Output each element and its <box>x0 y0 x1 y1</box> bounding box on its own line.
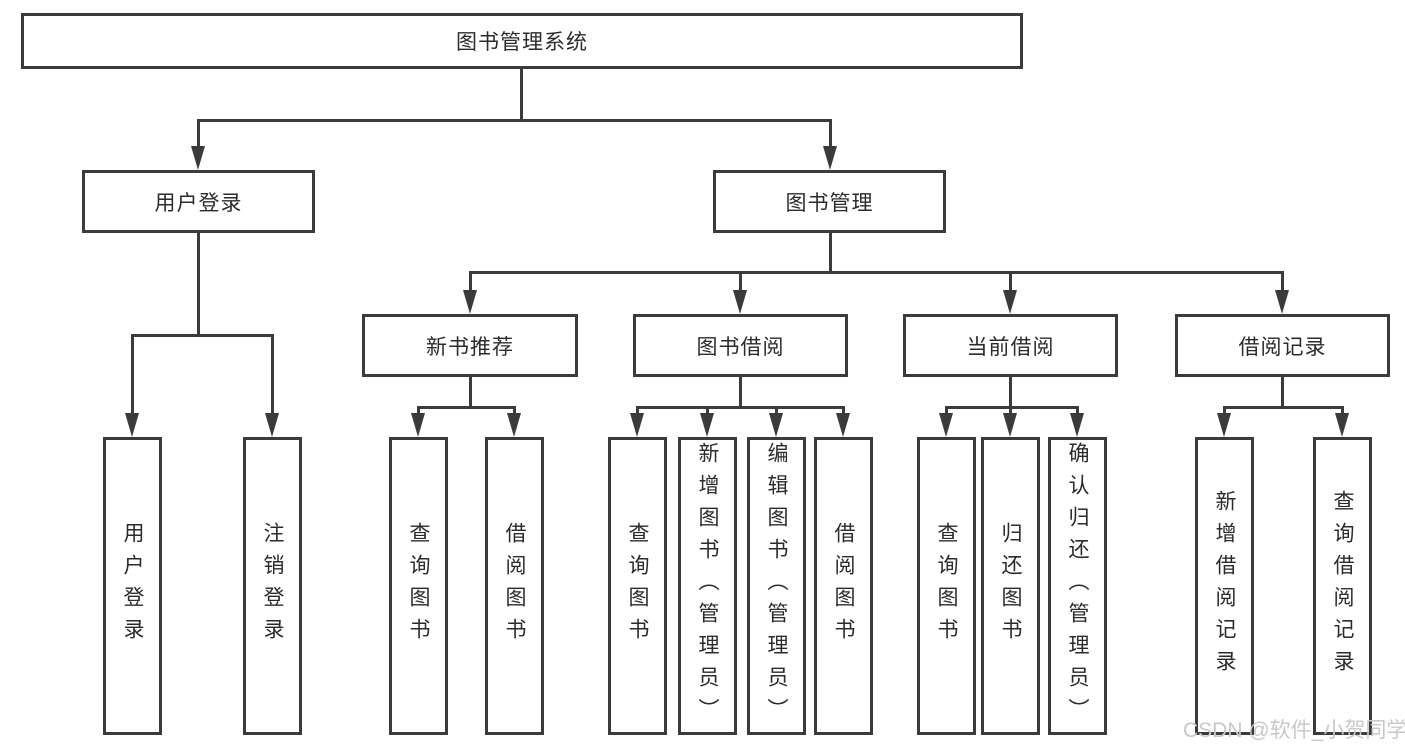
connector-line <box>706 406 709 416</box>
node-new-book-rec-label: 新书推荐 <box>426 335 514 359</box>
connector-line <box>1009 271 1012 293</box>
arrow-down-icon <box>1275 290 1289 314</box>
leaf-current-query-books-label: 查询图书 <box>935 522 958 650</box>
connector-line <box>945 406 1079 409</box>
connector-line <box>1009 406 1012 416</box>
arrow-down-icon <box>700 413 714 437</box>
arrow-down-icon <box>1003 290 1017 314</box>
connector-line <box>636 406 845 409</box>
connector-line <box>775 406 778 416</box>
arrow-down-icon <box>1003 413 1017 437</box>
arrow-down-icon <box>507 413 521 437</box>
connector-line <box>513 406 516 416</box>
arrow-down-icon <box>823 146 837 170</box>
leaf-borrow-borrow-books: 借阅图书 <box>814 437 873 735</box>
connector-line <box>197 233 200 336</box>
leaf-logout-label: 注销登录 <box>261 522 284 650</box>
connector-line <box>1341 406 1344 416</box>
leaf-current-confirm-return-label: 确认归还（管理员） <box>1066 442 1089 730</box>
node-book-borrow: 图书借阅 <box>633 314 848 377</box>
connector-line <box>417 406 516 409</box>
connector-line <box>945 406 948 416</box>
node-borrow-records: 借阅记录 <box>1175 314 1390 377</box>
node-user-login-label: 用户登录 <box>154 191 243 215</box>
arrow-down-icon <box>265 413 279 437</box>
node-book-management-label: 图书管理 <box>785 191 874 215</box>
node-borrow-records-label: 借阅记录 <box>1238 335 1327 359</box>
leaf-borrow-query-books-label: 查询图书 <box>626 522 649 650</box>
node-root: 图书管理系统 <box>21 13 1023 69</box>
node-book-management: 图书管理 <box>713 170 946 233</box>
connector-line <box>417 406 420 416</box>
arrow-down-icon <box>836 413 850 437</box>
connector-line <box>739 377 742 408</box>
leaf-borrow-add-books-label: 新增图书（管理员） <box>696 442 719 730</box>
leaf-records-query-record-label: 查询借阅记录 <box>1331 490 1354 682</box>
leaf-user-login-label: 用户登录 <box>121 522 144 650</box>
connector-line <box>197 119 831 122</box>
arrow-down-icon <box>1335 413 1349 437</box>
leaf-borrow-edit-books: 编辑图书（管理员） <box>747 437 806 735</box>
arrow-down-icon <box>733 290 747 314</box>
arrow-down-icon <box>463 290 477 314</box>
connector-line <box>469 271 472 293</box>
connector-line <box>1281 377 1284 408</box>
csdn-watermark: CSDN @软件_小贺同学 <box>1183 719 1405 742</box>
connector-line <box>1281 271 1284 293</box>
connector-line <box>197 119 200 149</box>
arrow-down-icon <box>939 413 953 437</box>
leaf-current-return-books: 归还图书 <box>981 437 1040 735</box>
node-new-book-rec: 新书推荐 <box>362 314 578 377</box>
connector-line <box>520 69 523 121</box>
leaf-rec-query-books: 查询图书 <box>389 437 448 735</box>
connector-line <box>1223 406 1344 409</box>
leaf-current-return-books-label: 归还图书 <box>999 522 1022 650</box>
arrow-down-icon <box>1070 413 1084 437</box>
connector-line <box>271 334 274 416</box>
leaf-borrow-query-books: 查询图书 <box>608 437 667 735</box>
leaf-current-query-books: 查询图书 <box>917 437 976 735</box>
leaf-logout: 注销登录 <box>243 437 302 735</box>
connector-line <box>842 406 845 416</box>
connector-line <box>469 271 1284 274</box>
connector-line <box>1009 377 1012 408</box>
connector-line <box>739 271 742 293</box>
leaf-borrow-add-books: 新增图书（管理员） <box>678 437 737 735</box>
leaf-records-query-record: 查询借阅记录 <box>1313 437 1372 735</box>
node-user-login: 用户登录 <box>82 170 315 233</box>
leaf-records-add-record: 新增借阅记录 <box>1195 437 1254 735</box>
node-root-label: 图书管理系统 <box>456 31 588 54</box>
connector-line <box>131 334 274 337</box>
leaf-rec-query-books-label: 查询图书 <box>407 522 430 650</box>
node-book-borrow-label: 图书借阅 <box>696 335 785 359</box>
node-current-borrow-label: 当前借阅 <box>966 335 1055 359</box>
leaf-rec-borrow-books-label: 借阅图书 <box>503 522 526 650</box>
connector-line <box>636 406 639 416</box>
leaf-records-add-record-label: 新增借阅记录 <box>1213 490 1236 682</box>
leaf-user-login: 用户登录 <box>103 437 162 735</box>
arrow-down-icon <box>630 413 644 437</box>
connector-line <box>829 233 832 273</box>
leaf-borrow-borrow-books-label: 借阅图书 <box>832 522 855 650</box>
connector-line <box>1223 406 1226 416</box>
connector-line <box>1076 406 1079 416</box>
leaf-rec-borrow-books: 借阅图书 <box>485 437 544 735</box>
arrow-down-icon <box>411 413 425 437</box>
leaf-current-confirm-return: 确认归还（管理员） <box>1048 437 1107 735</box>
leaf-borrow-edit-books-label: 编辑图书（管理员） <box>765 442 788 730</box>
arrow-down-icon <box>191 146 205 170</box>
arrow-down-icon <box>125 413 139 437</box>
node-current-borrow: 当前借阅 <box>903 314 1118 377</box>
connector-line <box>829 119 832 149</box>
arrow-down-icon <box>769 413 783 437</box>
connector-line <box>469 377 472 408</box>
connector-line <box>131 334 134 416</box>
arrow-down-icon <box>1217 413 1231 437</box>
